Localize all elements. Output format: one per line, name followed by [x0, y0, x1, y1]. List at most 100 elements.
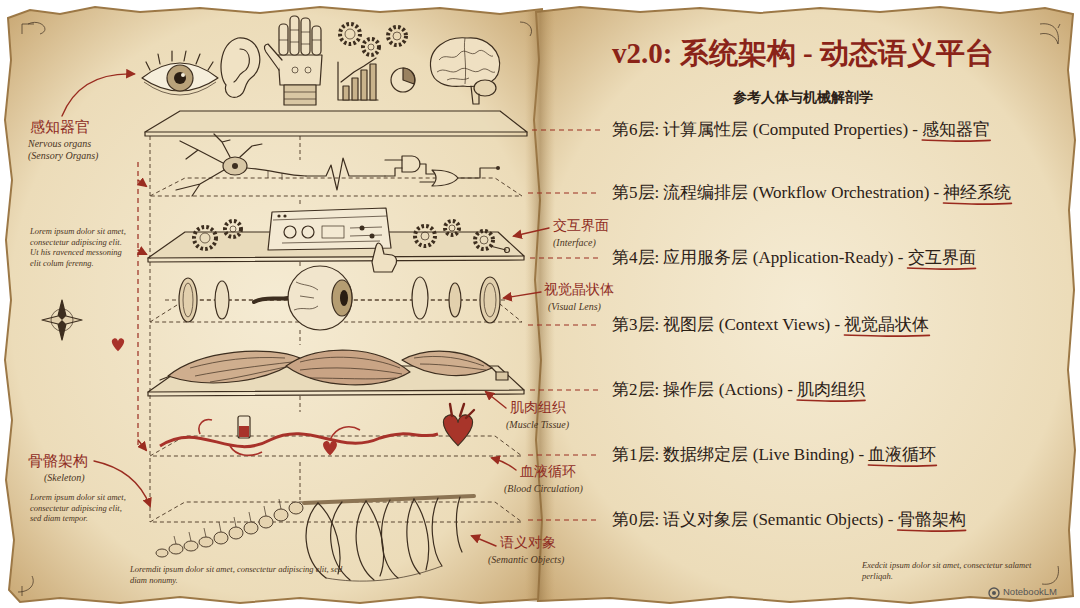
logic-gates [432, 170, 458, 186]
underline-stroke [922, 140, 990, 141]
blood-vessels [323, 441, 337, 456]
ear-sketch [221, 38, 260, 97]
gear-cluster [340, 24, 406, 55]
underline-stroke [844, 335, 929, 336]
eyeball-sketch [340, 290, 348, 306]
chart-sketch [391, 68, 415, 92]
neuron-sketch [268, 171, 282, 180]
skeleton-sketch [156, 549, 168, 557]
leader-lines [532, 129, 600, 130]
watermark-icon [989, 588, 999, 598]
layer-plates [148, 256, 524, 262]
muscle-sketch [402, 351, 492, 375]
guide-lines [138, 440, 146, 450]
eye-sketch [146, 51, 213, 70]
chart-sketch [343, 86, 349, 100]
gear-cluster [230, 226, 236, 232]
leader-lines [528, 519, 600, 520]
blood-vessels [160, 404, 474, 456]
heart-symbol [112, 338, 124, 351]
paper-sheet [5, 7, 1075, 603]
chart-sketch [341, 58, 376, 82]
logic-gates [402, 156, 420, 172]
gear-cluster [345, 29, 355, 39]
chart-sketch [370, 64, 376, 100]
eye-sketch [181, 73, 185, 77]
underline-stroke [943, 203, 1011, 204]
logic-gates [385, 156, 500, 186]
mechanical-hand [284, 85, 316, 105]
gear-cluster [194, 227, 216, 249]
note: Lorem ipsum dolor sit amet, consectetur … [30, 492, 126, 524]
part-label: 交互界面 [553, 218, 609, 235]
paper-sheet [22, 22, 1060, 596]
skeleton-sketch [326, 566, 442, 581]
lens-sketch [484, 283, 496, 317]
muscle-sketch [300, 357, 402, 379]
eyeball-sketch [332, 280, 352, 316]
pointer-arrow [94, 228, 549, 546]
note: Lorem ipsum dolor sit amet, consectetur … [30, 226, 130, 269]
gear-cluster [445, 221, 459, 235]
blood-vessels [450, 404, 474, 418]
skeleton-sketch [184, 541, 198, 551]
signal-wave [306, 158, 385, 190]
skeleton-sketch [289, 502, 303, 514]
layer-plates [148, 390, 524, 396]
interface-panel [284, 226, 296, 238]
layer-label: 第1层: 数据绑定层 (Live Binding) - 血液循环 [612, 445, 936, 465]
part-label: (Interface) [553, 237, 596, 249]
gear-cluster [449, 225, 455, 231]
gear-cluster [393, 32, 401, 40]
layer-label: 第0层: 语义对象层 (Semantic Objects) - 骨骼架构 [612, 510, 966, 530]
layer-label: 第4层: 应用服务层 (Application-Ready) - 交互界面 [612, 248, 976, 268]
part-label: (Muscle Tissue) [506, 419, 569, 431]
pointer-arrow [492, 458, 516, 470]
chart-sketch [338, 58, 415, 100]
underline-stroke [868, 465, 936, 466]
gear-cluster [363, 39, 379, 55]
interface-panel [322, 226, 344, 238]
signal-wave [306, 158, 385, 190]
part-label: 肌肉组织 [510, 400, 566, 417]
muscle-sketch [160, 368, 500, 380]
part-label: 感知器官 [30, 118, 90, 136]
chart-sketch [403, 68, 415, 84]
muscle-sketch [168, 351, 300, 383]
chart-sketch [361, 70, 367, 100]
layer-label: 第5层: 流程编排层 (Workflow Orchestration) - 神经… [612, 183, 1011, 203]
mechanical-hand [292, 67, 298, 73]
mechanical-hand [312, 26, 321, 55]
muscle-sketch [496, 372, 508, 380]
paper-sheet [534, 7, 1075, 603]
brain-sketch [437, 38, 495, 84]
interface-panel [360, 226, 365, 231]
eye-sketch [142, 51, 218, 95]
ear-sketch [234, 49, 249, 82]
lens-sketch [449, 283, 461, 317]
mechanical-hand [305, 67, 311, 73]
blood-vessels [160, 434, 438, 447]
interface-panel [283, 214, 286, 217]
note: Loremdit ipsum dolor sit amet, consectet… [130, 564, 360, 585]
interface-panel [302, 226, 314, 238]
muscle-sketch [160, 350, 508, 385]
layer-label: 第3层: 视图层 (Context Views) - 视觉晶状体 [612, 315, 929, 335]
lens-sketch [480, 277, 500, 323]
leader-lines [528, 192, 600, 193]
layer-plates [145, 111, 527, 522]
interface-panel [370, 234, 375, 239]
skeleton-sketch [199, 537, 213, 547]
lens-sketch [183, 283, 193, 317]
blood-vessels [238, 416, 250, 438]
layer-label: 第2层: 操作层 (Actions) - 肌肉组织 [612, 380, 865, 400]
part-label: (Skeleton) [44, 472, 85, 484]
paper-sheet [5, 7, 547, 603]
layer-plates [145, 111, 527, 132]
skeleton-sketch [214, 532, 228, 544]
lens-sketch [412, 277, 428, 319]
interface-panel [273, 216, 387, 220]
gear-cluster [415, 226, 435, 246]
pointer-arrow [514, 228, 549, 236]
mechanical-hand [290, 16, 299, 55]
